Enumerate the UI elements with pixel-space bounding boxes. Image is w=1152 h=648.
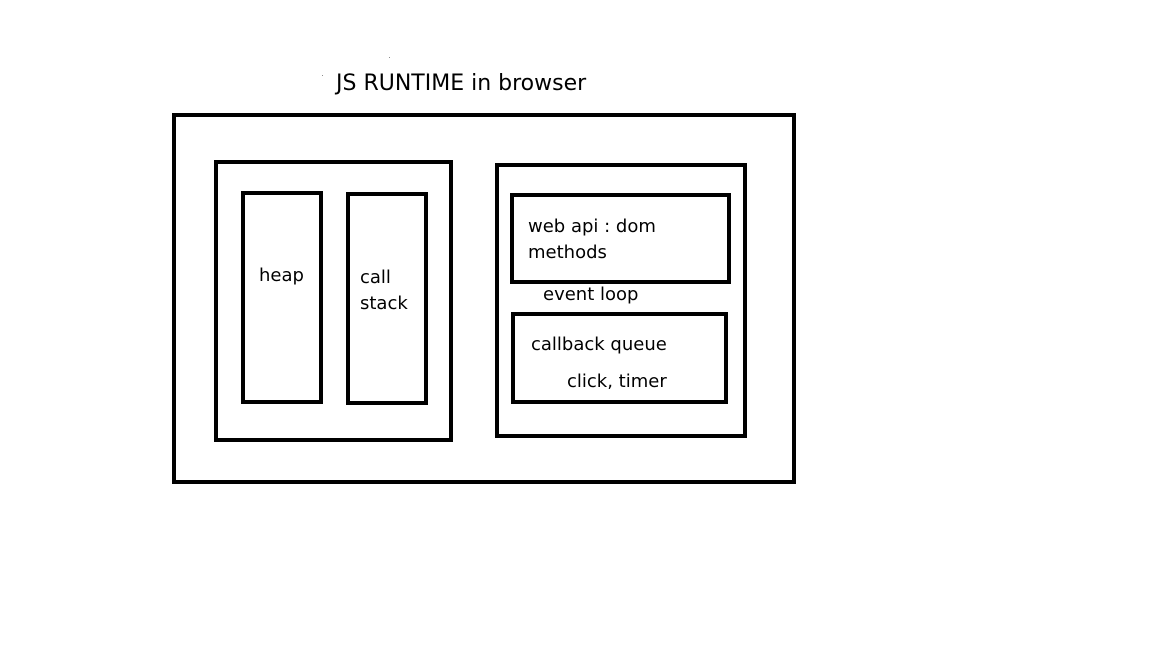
stray-dot bbox=[389, 57, 390, 58]
browser-environment-box bbox=[495, 163, 747, 438]
js-engine-box bbox=[214, 160, 453, 442]
event-loop-label: event loop bbox=[543, 284, 639, 305]
web-api-box bbox=[510, 193, 731, 284]
heap-box bbox=[241, 191, 323, 404]
call-stack-label-line2: stack bbox=[360, 293, 408, 314]
diagram-title: JS RUNTIME in browser bbox=[336, 71, 587, 96]
callback-queue-label: callback queue bbox=[531, 334, 667, 355]
heap-label: heap bbox=[259, 265, 304, 286]
runtime-outer-box bbox=[172, 113, 796, 484]
web-api-label-line2: methods bbox=[528, 242, 607, 263]
call-stack-label-line1: call bbox=[360, 267, 391, 288]
stray-dot bbox=[322, 75, 323, 76]
call-stack-box bbox=[346, 192, 428, 405]
callback-queue-sublabel: click, timer bbox=[567, 371, 667, 392]
callback-queue-box bbox=[511, 312, 728, 404]
web-api-label-line1: web api : dom bbox=[528, 216, 656, 237]
